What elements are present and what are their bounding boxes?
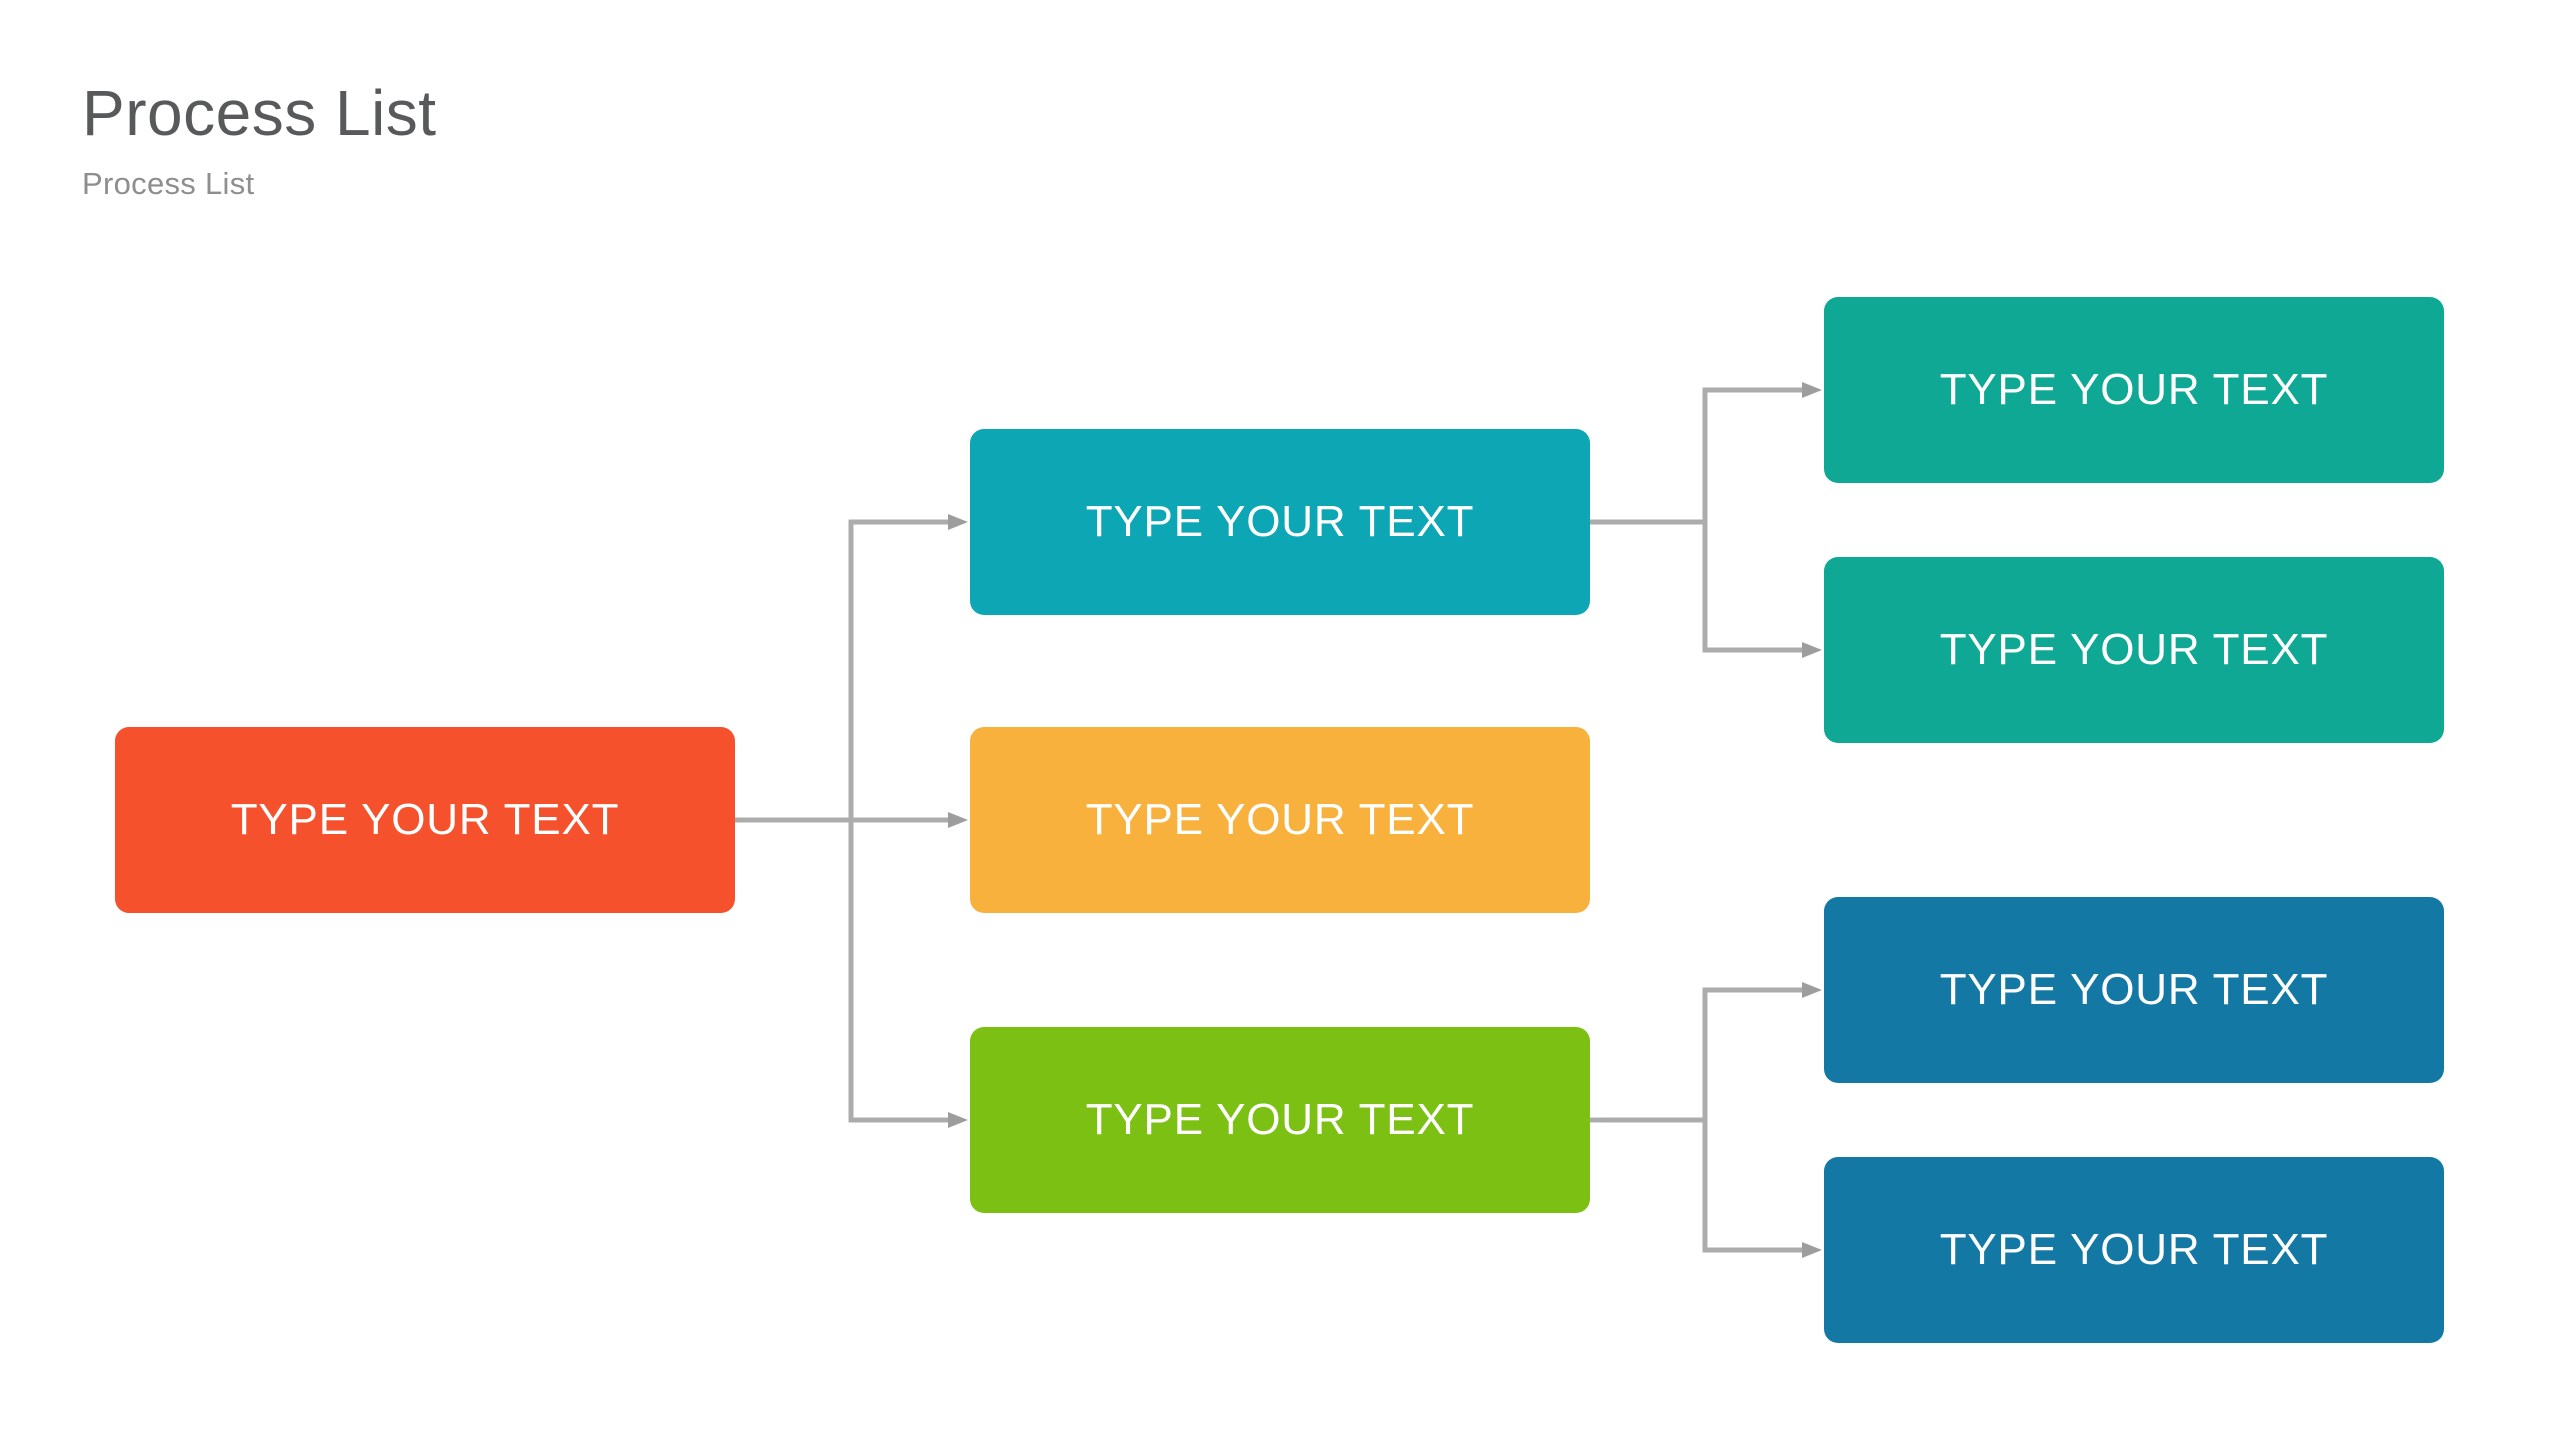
node-label: TYPE YOUR TEXT: [1939, 625, 2329, 674]
node-label: TYPE YOUR TEXT: [1939, 365, 2329, 414]
node-label: TYPE YOUR TEXT: [1085, 497, 1475, 546]
header: Process List Process List: [82, 78, 437, 202]
node-label: TYPE YOUR TEXT: [230, 795, 620, 844]
node-label: TYPE YOUR TEXT: [1939, 1225, 2329, 1274]
node-label: TYPE YOUR TEXT: [1085, 795, 1475, 844]
process-node-level2-bottom[interactable]: TYPE YOUR TEXT: [970, 1027, 1590, 1213]
process-node-level2-top[interactable]: TYPE YOUR TEXT: [970, 429, 1590, 615]
node-label: TYPE YOUR TEXT: [1939, 965, 2329, 1014]
page-subtitle: Process List: [82, 166, 255, 202]
process-node-level2-middle[interactable]: TYPE YOUR TEXT: [970, 727, 1590, 913]
process-node-level3-top-2[interactable]: TYPE YOUR TEXT: [1824, 557, 2444, 743]
process-node-level3-top-1[interactable]: TYPE YOUR TEXT: [1824, 297, 2444, 483]
process-node-level3-bottom-2[interactable]: TYPE YOUR TEXT: [1824, 1157, 2444, 1343]
node-label: TYPE YOUR TEXT: [1085, 1095, 1475, 1144]
page-title: Process List: [82, 77, 437, 149]
connector-group: [735, 382, 1822, 1258]
process-node-root[interactable]: TYPE YOUR TEXT: [115, 727, 735, 913]
process-node-level3-bottom-1[interactable]: TYPE YOUR TEXT: [1824, 897, 2444, 1083]
